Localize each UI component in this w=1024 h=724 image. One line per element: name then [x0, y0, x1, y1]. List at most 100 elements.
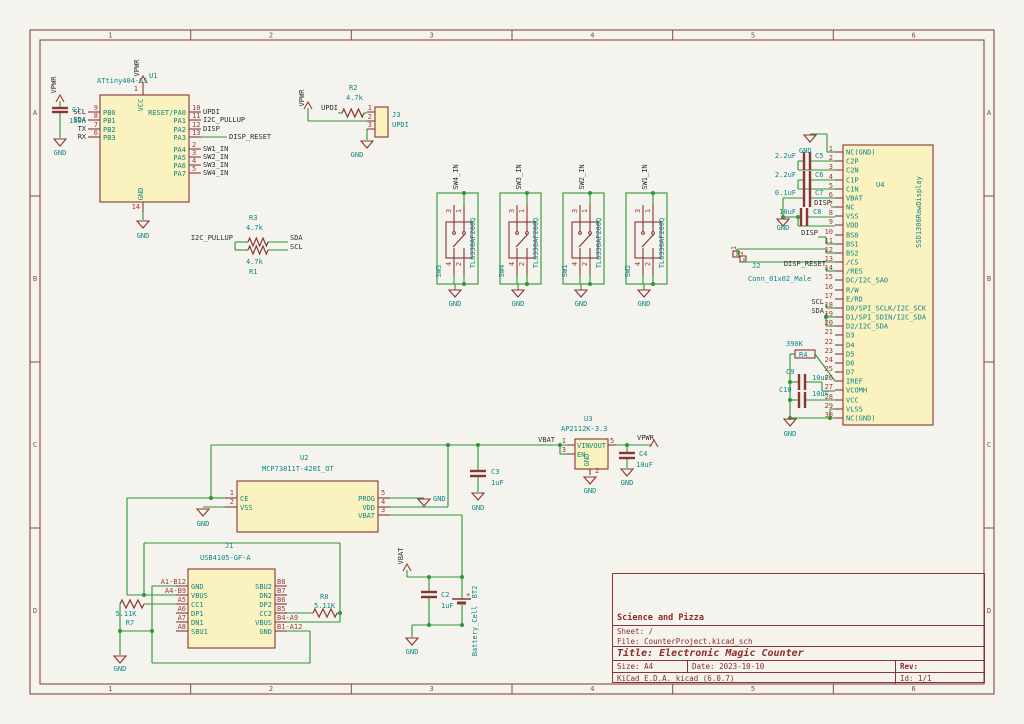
pin-number[interactable]: A5	[178, 596, 186, 604]
gnd-symbol[interactable]	[470, 492, 486, 501]
pin-number[interactable]: 10	[825, 228, 833, 236]
reference[interactable]: SW1	[561, 265, 569, 278]
junction-dot[interactable]	[828, 416, 832, 420]
schematic-text[interactable]: VBAT	[358, 512, 376, 520]
schematic-text[interactable]: VCC	[137, 99, 145, 112]
schematic-text[interactable]: 5.11K	[115, 610, 137, 618]
power-label[interactable]: GND	[575, 300, 588, 308]
pin-name[interactable]: D7	[846, 369, 854, 377]
resistor-symbol[interactable]	[247, 244, 269, 256]
pin-name[interactable]: D3	[846, 332, 854, 340]
schematic-text[interactable]: 4.7k	[246, 224, 264, 232]
schematic-text[interactable]: Conn_01x02_Male	[748, 275, 811, 283]
junction-dot[interactable]	[460, 575, 464, 579]
net-label[interactable]: I2C_PULLUP	[203, 116, 245, 124]
schematic-text[interactable]: DISP	[814, 199, 831, 207]
schematic-text[interactable]: C2	[441, 591, 449, 599]
pin-number[interactable]: 8	[829, 209, 833, 217]
schematic-text[interactable]: MCP73811T-420I_OT	[262, 465, 334, 473]
pin-number[interactable]: 2	[829, 154, 833, 162]
schematic-text[interactable]: R8	[320, 593, 328, 601]
schematic-text[interactable]: EN	[577, 451, 585, 459]
pin-name[interactable]: BS0	[846, 232, 859, 240]
pin-name[interactable]: /CS	[846, 259, 859, 267]
pin-name[interactable]: NC(GND)	[846, 149, 876, 157]
net-label[interactable]: SW3_IN	[515, 164, 523, 189]
pin-number[interactable]: 2	[518, 262, 526, 266]
switch-contact[interactable]	[651, 231, 655, 235]
pin-name[interactable]: D5	[846, 351, 854, 359]
pin-number[interactable]: 16	[825, 283, 833, 291]
pin-name[interactable]: PA7	[173, 170, 186, 178]
pin-number[interactable]: A6	[178, 605, 186, 613]
pin-number[interactable]: 4	[508, 262, 516, 266]
junction-dot[interactable]	[427, 623, 431, 627]
gnd-symbol[interactable]	[573, 289, 589, 298]
pin-name[interactable]: C2N	[846, 167, 859, 175]
pin-name[interactable]: VCC	[846, 397, 859, 405]
pin-name[interactable]: DN1	[191, 619, 204, 627]
net-label[interactable]: RX	[78, 133, 87, 141]
pin-number[interactable]: 23	[825, 347, 833, 355]
pin-number[interactable]: 3	[445, 209, 453, 213]
pin-number[interactable]: 3	[634, 209, 642, 213]
switch-body[interactable]	[508, 221, 536, 259]
net-label[interactable]: SDA	[73, 116, 86, 124]
schematic-text[interactable]: USB4105-GF-A	[200, 554, 251, 562]
schematic-text[interactable]: GND	[583, 454, 591, 467]
gnd-symbol[interactable]	[582, 476, 598, 485]
gnd-symbol[interactable]	[636, 289, 652, 298]
schematic-text[interactable]: 390K	[786, 340, 804, 348]
pin-number[interactable]: 4	[829, 173, 833, 181]
pin-number[interactable]: 1	[644, 209, 652, 213]
net-label[interactable]: DISP_RESET	[229, 133, 272, 141]
schematic-text[interactable]: 5	[381, 489, 385, 497]
pin-number[interactable]: 3	[571, 209, 579, 213]
switch-contact[interactable]	[578, 231, 582, 235]
pin-number[interactable]: 15	[825, 273, 833, 281]
schematic-text[interactable]: VPWR	[298, 89, 306, 107]
junction-dot[interactable]	[788, 398, 792, 402]
switch-contact[interactable]	[641, 231, 645, 235]
schematic-text[interactable]: DISP	[801, 229, 818, 237]
schematic-text[interactable]: 2	[737, 251, 745, 255]
net-label[interactable]: TX	[78, 125, 87, 133]
power-arrow[interactable]	[138, 74, 148, 84]
pin-number[interactable]: 5	[192, 165, 196, 173]
gnd-symbol[interactable]	[782, 418, 798, 427]
schematic-text[interactable]: 4.7k	[246, 258, 264, 266]
pin-number[interactable]: 26	[825, 374, 833, 382]
switch-contact[interactable]	[462, 231, 466, 235]
pin-number[interactable]: 25	[825, 365, 833, 373]
pin-name[interactable]: CC1	[191, 601, 204, 609]
pin-name[interactable]: PB1	[103, 117, 116, 125]
switch-lever[interactable]	[641, 233, 655, 248]
schematic-text[interactable]: C5	[815, 152, 823, 160]
schematic-text[interactable]: 2	[595, 467, 599, 475]
pin-number[interactable]: 6	[829, 191, 833, 199]
resistor-symbol[interactable]	[341, 107, 365, 119]
component-body-j1[interactable]	[187, 568, 276, 649]
schematic-text[interactable]: GND	[799, 147, 812, 155]
pin-number[interactable]: A1-B12	[161, 578, 186, 586]
schematic-text[interactable]: I2C_PULLUP	[191, 234, 233, 242]
pin-name[interactable]: DC/I2C_SA0	[846, 277, 888, 285]
schematic-text[interactable]: CE	[240, 495, 248, 503]
junction-dot[interactable]	[446, 443, 450, 447]
schematic-text[interactable]: GND	[197, 520, 210, 528]
pin-number[interactable]: 29	[825, 402, 833, 410]
value[interactable]: TL6330AF200Q	[595, 218, 603, 269]
switch-lever[interactable]	[515, 233, 529, 248]
junction-dot[interactable]	[588, 191, 592, 195]
schematic-text[interactable]: GND	[137, 232, 150, 240]
gnd-symbol[interactable]	[52, 138, 68, 147]
pin-name[interactable]: /RES	[846, 268, 863, 276]
switch-lever[interactable]	[578, 233, 592, 248]
schematic-text[interactable]: 1uF	[441, 602, 454, 610]
schematic-text[interactable]: VOUT	[589, 442, 607, 450]
pin-name[interactable]: VSS	[846, 213, 859, 221]
schematic-text[interactable]: GND	[784, 430, 797, 438]
schematic-text[interactable]: VPWR	[50, 76, 58, 94]
pin-number[interactable]: 3	[192, 149, 196, 157]
pin-number[interactable]: 18	[825, 301, 833, 309]
